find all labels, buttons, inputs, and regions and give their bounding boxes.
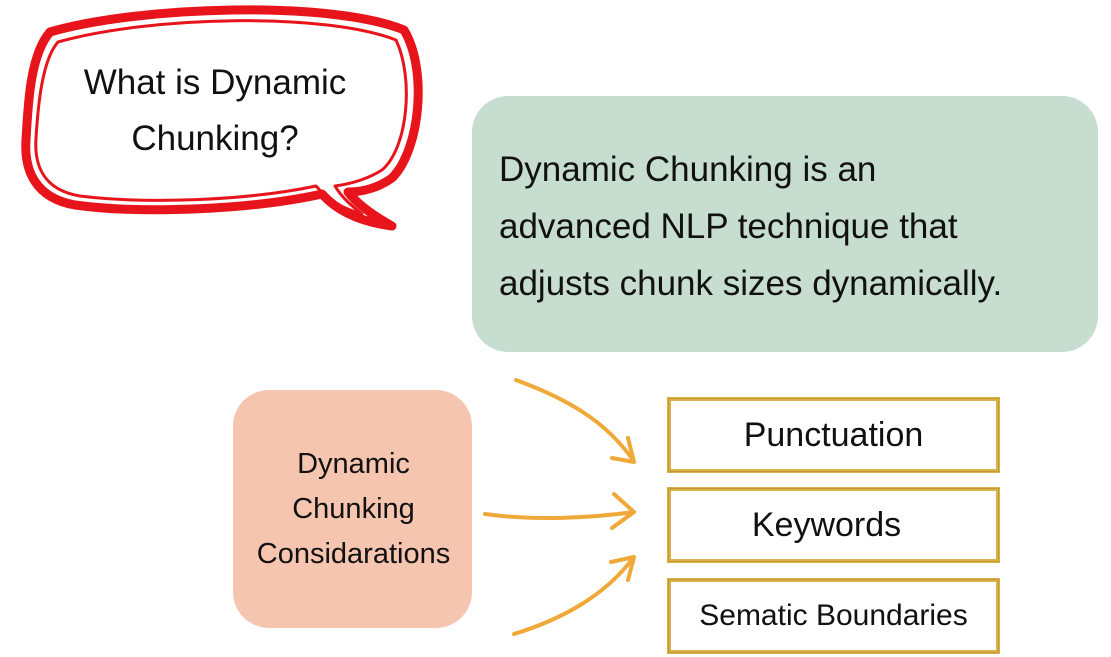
considerations-label: Dynamic Chunking Considarations xyxy=(256,447,451,570)
speech-bubble-outline-inner xyxy=(34,19,408,216)
factor-label: Punctuation xyxy=(743,415,924,454)
definition-box: Dynamic Chunking is an advanced NLP tech… xyxy=(472,96,1098,352)
bubble-question: What is Dynamic Chunking? xyxy=(83,63,347,158)
curved-arrow-icon xyxy=(514,378,636,464)
factor-box-sematic-boundaries: Sematic Boundaries xyxy=(667,578,1000,654)
factor-box-keywords: Keywords xyxy=(667,487,1000,563)
curved-arrow-icon xyxy=(483,492,636,530)
factor-box-punctuation: Punctuation xyxy=(667,397,1000,473)
curved-arrow-icon xyxy=(512,555,636,636)
speech-bubble-shape xyxy=(21,5,423,231)
considerations-box: Dynamic Chunking Considarations xyxy=(233,390,472,628)
definition-line: adjusts chunk sizes dynamically. xyxy=(499,264,1003,303)
factor-label: Keywords xyxy=(751,505,902,544)
definition-line: advanced NLP technique that xyxy=(499,207,958,246)
speech-bubble-outline-outer xyxy=(21,5,423,231)
definition-line: Dynamic Chunking is an xyxy=(499,150,877,189)
factor-label: Sematic Boundaries xyxy=(699,599,968,632)
